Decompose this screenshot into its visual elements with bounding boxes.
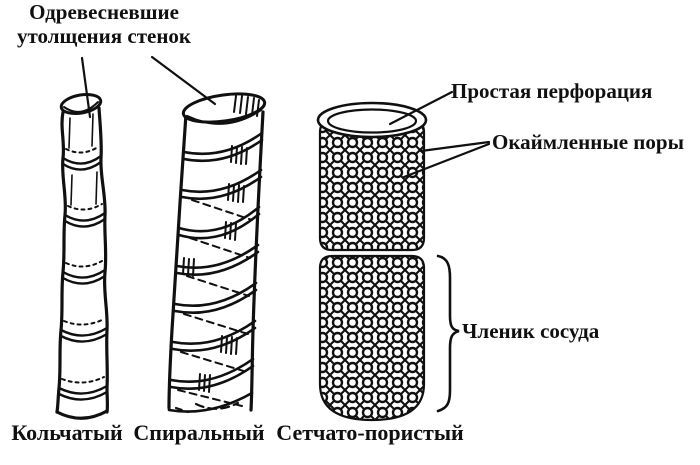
- spiral-vessel-drawing: [167, 92, 267, 414]
- label-lignified-thickenings: Одревесневшие утолщения стенок: [0, 0, 208, 49]
- caption-spiral: Спиральный: [133, 420, 265, 445]
- annular-vessel-drawing: [55, 92, 110, 420]
- leader-lignified-spiral: [150, 55, 217, 106]
- leader-lines: [80, 55, 491, 179]
- label-bordered-pits: Окаймленные поры: [492, 130, 684, 154]
- caption-annular: Кольчатый: [11, 420, 123, 445]
- vessel-member-brace: [436, 254, 460, 413]
- leader-bordered-pits-upper: [419, 140, 491, 153]
- label-lignified-line2: утолщения стенок: [16, 24, 192, 49]
- label-vessel-member: Членик сосуда: [462, 319, 600, 343]
- reticulate-porous-vessel-drawing: [316, 101, 428, 422]
- label-lignified-line1: Одревесневшие: [29, 0, 179, 24]
- leader-lignified-annular: [80, 56, 92, 119]
- leader-bordered-pits-lower: [402, 142, 491, 179]
- caption-reticulate-porous: Сетчато-пористый: [276, 420, 464, 445]
- leader-simple-perforation: [388, 90, 454, 126]
- label-simple-perforation: Простая перфорация: [451, 79, 653, 103]
